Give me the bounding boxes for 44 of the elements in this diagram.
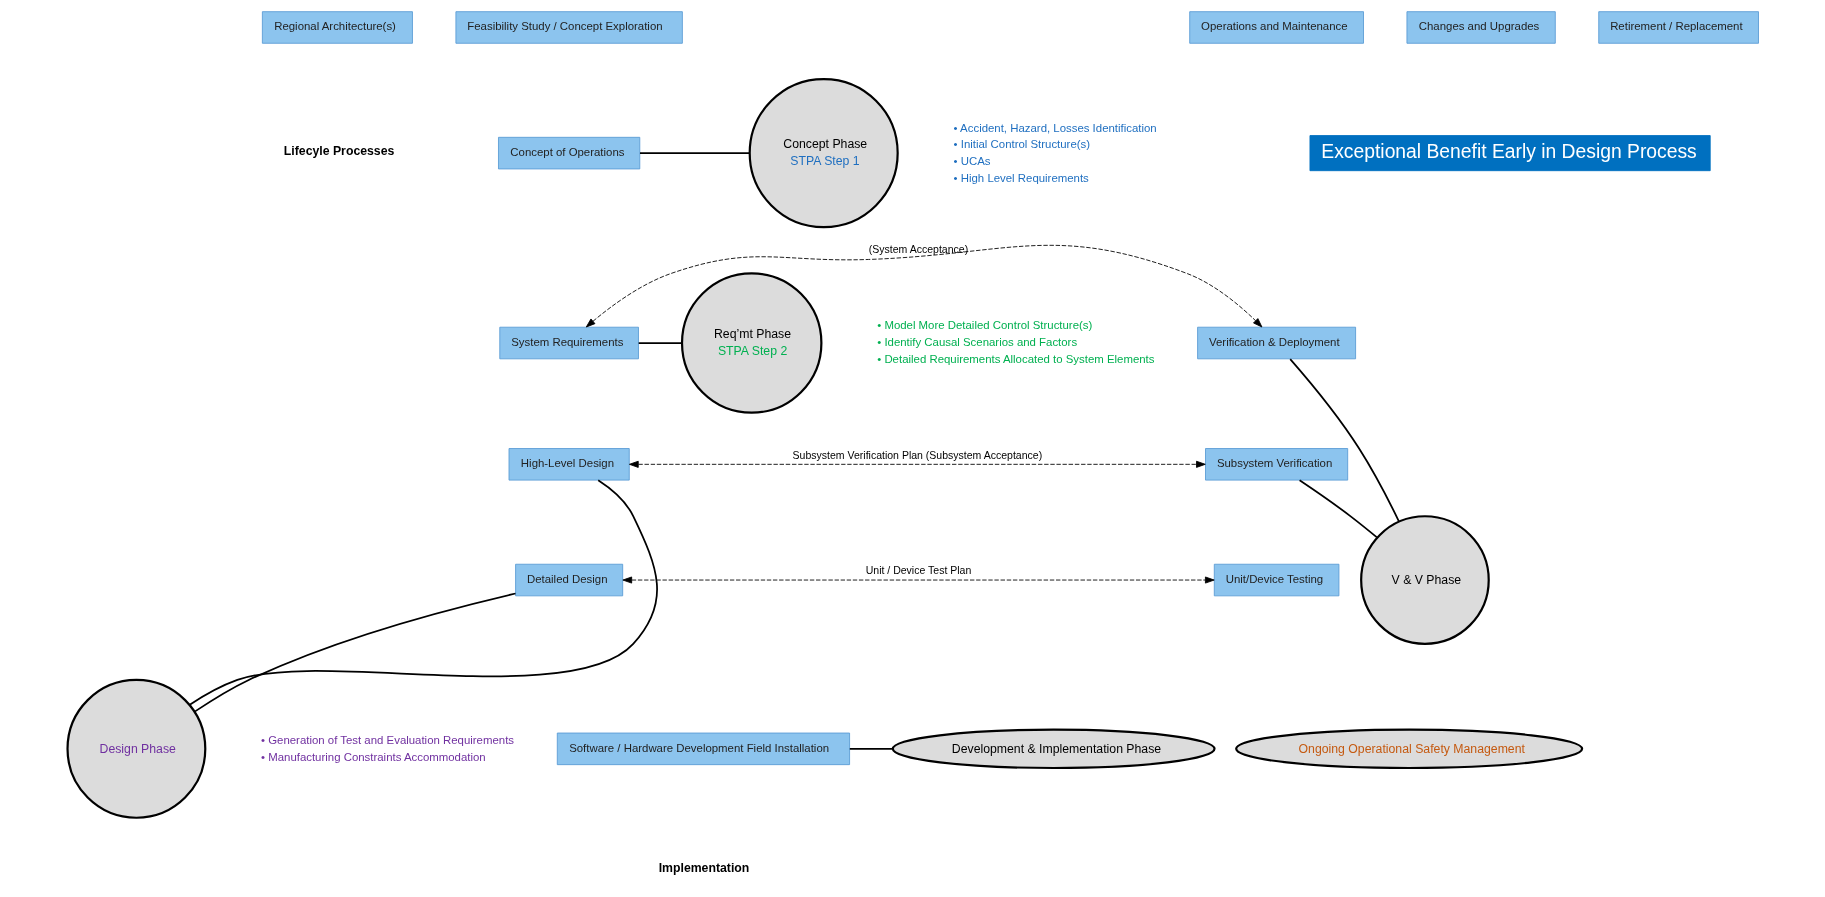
node-box: Concept of Operations: [497, 136, 640, 170]
node-circle: Concept Phase STPA Step 1: [748, 78, 899, 229]
node-box: Regional Architecture(s): [261, 11, 413, 44]
edge-label: Unit / Device Test Plan: [865, 564, 971, 577]
node-circle: V & V Phase: [1359, 515, 1490, 645]
node-label: • Generation of Test and Evaluation Requirements: [260, 733, 514, 746]
node-box: Subsystem Verification: [1204, 448, 1348, 481]
edge-label: Subsystem Verification Plan (Subsystem Acceptance): [792, 448, 1042, 461]
connector: [637, 342, 683, 344]
node-label: • UCAs: [953, 154, 991, 167]
connector: [193, 592, 516, 713]
arrow: [628, 460, 1206, 468]
node-box: System Requirements: [498, 326, 639, 360]
edge-label: (System Acceptance): [868, 242, 968, 255]
node-label: • Identify Causal Scenarios and Factors: [876, 336, 1077, 348]
node-box: Feasibility Study / Concept Exploration: [454, 11, 683, 44]
connector: [848, 747, 894, 750]
arrow: [585, 244, 1262, 328]
node-label: • Manufacturing Constraints Accommodation: [260, 750, 486, 763]
node-box: Operations and Maintenance: [1188, 11, 1364, 44]
node-box: Software / Hardware Development Field Installation: [556, 732, 850, 766]
node-box: Exceptional Benefit Early in Design Process: [1309, 135, 1711, 172]
node-ellipse: Development & Implementation Phase: [891, 728, 1216, 770]
connector: [188, 479, 658, 706]
node-box: Unit/Device Testing: [1213, 563, 1339, 597]
label: Lifecyle Processes: [283, 144, 394, 159]
node-label: • Accident, Hazard, Losses Identification: [953, 121, 1157, 134]
node-box: High-Level Design: [508, 448, 630, 481]
node-label: • Detailed Requirements Allocated to System Elements: [876, 352, 1154, 365]
node-ellipse: Ongoing Operational Safety Management: [1234, 728, 1583, 770]
node-box: Detailed Design: [514, 563, 623, 597]
label: Implementation: [658, 860, 749, 875]
node-label: • High Level Requirements: [953, 171, 1089, 184]
connector: [1288, 358, 1400, 523]
node-label: • Model More Detailed Control Structure(s): [876, 319, 1092, 332]
node-circle: Req’mt Phase STPA Step 2: [680, 272, 822, 414]
connector: [638, 152, 751, 154]
connector: [1298, 479, 1378, 539]
node-label: • Initial Control Structure(s): [953, 138, 1090, 151]
arrow: [621, 576, 1215, 584]
node-circle: Design Phase: [65, 678, 206, 819]
node-box: Changes and Upgrades: [1406, 11, 1556, 44]
node-box: Retirement / Replacement: [1597, 11, 1759, 44]
node-box: Verification & Deployment: [1196, 326, 1356, 360]
